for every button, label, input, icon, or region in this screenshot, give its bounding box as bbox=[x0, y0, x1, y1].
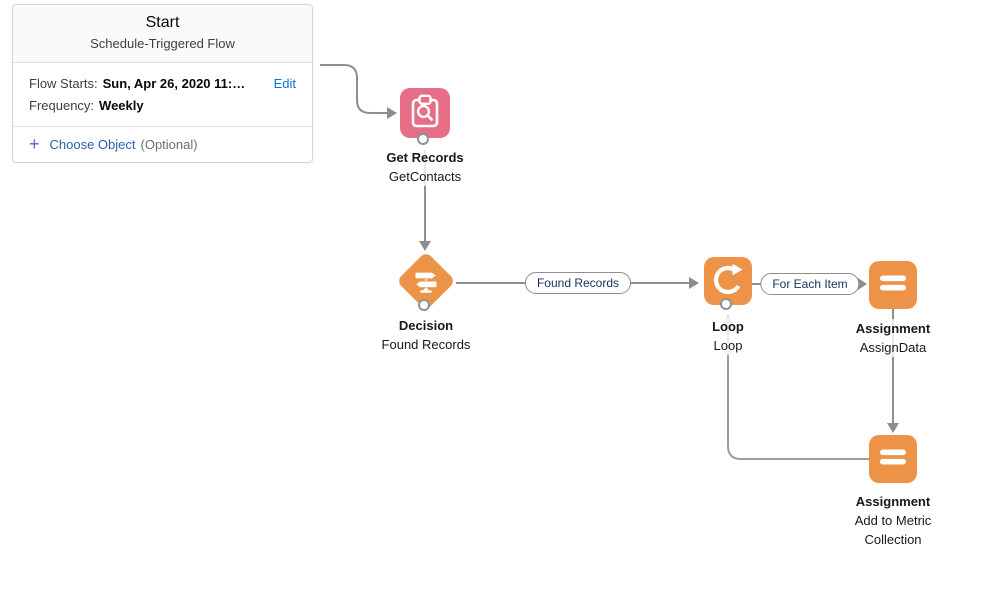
assignment-1-node[interactable] bbox=[869, 261, 917, 309]
assignment-1-api-name: AssignData bbox=[856, 338, 930, 357]
start-card: Start Schedule-Triggered Flow Flow Start… bbox=[12, 4, 313, 163]
loop-label: Loop Loop bbox=[658, 317, 798, 355]
decision-api-name: Found Records bbox=[378, 335, 474, 354]
frequency-label: Frequency: bbox=[29, 98, 95, 113]
connector-label-found-records[interactable]: Found Records bbox=[524, 272, 632, 294]
edit-schedule-link[interactable]: Edit bbox=[273, 76, 296, 91]
loop-connector-anchor[interactable] bbox=[720, 298, 732, 310]
flow-starts-label: Flow Starts: bbox=[29, 76, 98, 91]
choose-object-link[interactable]: Choose Object bbox=[49, 136, 136, 152]
frequency-value: Weekly bbox=[99, 98, 144, 113]
decision-connector-anchor[interactable] bbox=[418, 299, 430, 311]
assignment-2-api-name: Add to Metric Collection bbox=[837, 511, 949, 549]
decision-label: Decision Found Records bbox=[346, 316, 506, 354]
loop-arrow-icon bbox=[704, 255, 752, 308]
start-card-subtitle: Schedule-Triggered Flow bbox=[90, 36, 235, 51]
get-records-node[interactable] bbox=[400, 88, 450, 138]
connector-start-to-get-records[interactable] bbox=[320, 64, 397, 119]
start-card-footer: + Choose Object (Optional) bbox=[13, 127, 312, 162]
assignment-1-label: Assignment AssignData bbox=[823, 319, 963, 357]
loop-node[interactable] bbox=[704, 257, 752, 305]
equals-icon bbox=[869, 433, 917, 486]
plus-icon: + bbox=[29, 134, 40, 154]
get-records-api-name: GetContacts bbox=[385, 167, 465, 186]
connector-assignment-1-to-assignment-2[interactable] bbox=[887, 309, 899, 433]
get-records-connector-anchor[interactable] bbox=[417, 133, 429, 145]
start-card-header: Start Schedule-Triggered Flow bbox=[13, 5, 312, 63]
assignment-2-node[interactable] bbox=[869, 435, 917, 483]
assignment-2-label: Assignment Add to Metric Collection bbox=[823, 492, 963, 549]
connector-get-records-to-decision[interactable] bbox=[419, 150, 431, 251]
assignment-2-title: Assignment bbox=[852, 492, 934, 511]
flow-starts-value: Sun, Apr 26, 2020 11:… bbox=[102, 76, 246, 91]
start-card-body: Flow Starts: Sun, Apr 26, 2020 11:… Edit… bbox=[13, 63, 312, 127]
connector-label-for-each-item[interactable]: For Each Item bbox=[760, 273, 860, 295]
loop-api-name: Loop bbox=[710, 336, 746, 355]
flow-starts-row: Flow Starts: Sun, Apr 26, 2020 11:… Edit bbox=[29, 73, 296, 95]
get-records-title: Get Records bbox=[383, 148, 467, 167]
equals-icon bbox=[869, 259, 917, 312]
start-card-title: Start bbox=[145, 14, 180, 31]
loop-title: Loop bbox=[709, 317, 747, 336]
clipboard-search-icon bbox=[400, 86, 450, 141]
get-records-label: Get Records GetContacts bbox=[345, 148, 505, 186]
connector-assignment-2-back-to-loop[interactable] bbox=[722, 315, 869, 460]
frequency-row: Frequency: Weekly bbox=[29, 95, 296, 117]
choose-object-optional-suffix: (Optional) bbox=[140, 136, 198, 152]
assignment-1-title: Assignment bbox=[852, 319, 934, 338]
decision-title: Decision bbox=[395, 316, 457, 335]
